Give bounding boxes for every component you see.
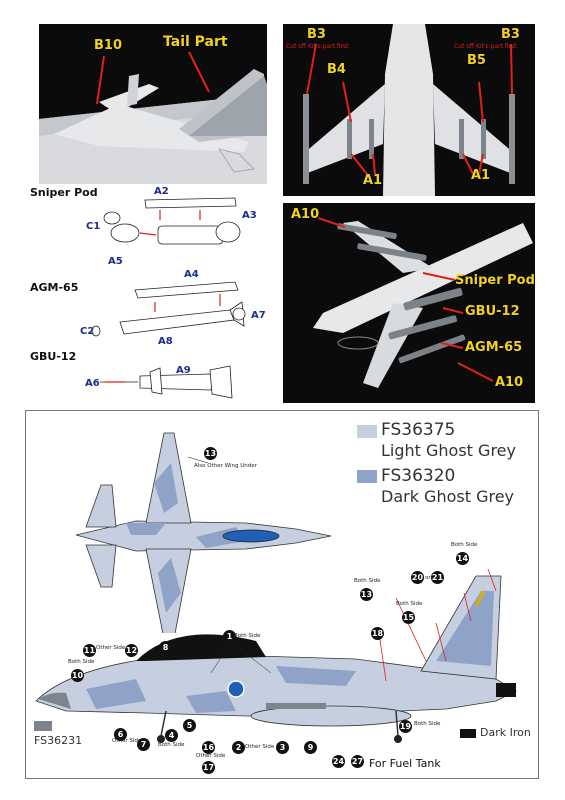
decal-13-top: 13: [204, 447, 217, 460]
note-other-side-2: Other Side: [245, 744, 275, 750]
tail-photo-illustration: [39, 24, 267, 184]
decal-3: 3: [276, 741, 289, 754]
decal-15: 15: [402, 611, 415, 624]
pylon-photo-illustration: [283, 24, 535, 196]
note-other-wing: Also Other Wing Under: [194, 463, 257, 469]
part-a6: A6: [85, 378, 100, 389]
label-a10-bottom: A10: [495, 375, 524, 390]
swatch-fs36320: [357, 470, 377, 483]
decal-24: 24: [332, 755, 345, 768]
sniper-pod-title: Sniper Pod: [30, 186, 98, 199]
pylon-photo: B3 Cut off Kit's part first B3 Cut off K…: [283, 24, 535, 196]
note-both-side-1: Both Side: [234, 633, 261, 639]
decal-5: 5: [183, 719, 196, 732]
part-a7: A7: [251, 310, 266, 321]
decal-8: 8: [159, 641, 172, 654]
decal-12: 12: [125, 644, 138, 657]
note-other-side-6: Other Side: [112, 738, 142, 744]
note-other-side-16: Other Side: [196, 753, 226, 759]
tail-photo: B10 Tail Part: [39, 24, 267, 184]
decal-2: 2: [232, 741, 245, 754]
decal-10: 10: [71, 669, 84, 682]
label-b3-left: B3: [307, 27, 326, 42]
cut-note-left: Cut off Kit's part first: [286, 43, 349, 50]
part-a3: A3: [242, 210, 257, 221]
decal-16: 16: [202, 741, 215, 754]
note-both-side-15: Both Side: [396, 601, 423, 607]
label-agm65: AGM-65: [465, 340, 523, 355]
part-a2: A2: [154, 186, 169, 197]
label-b3-right: B3: [501, 27, 520, 42]
decal-9: 9: [304, 741, 317, 754]
decal-19: 19: [399, 720, 412, 733]
label-a10-top: A10: [291, 207, 320, 222]
label-tail-part: Tail Part: [163, 34, 228, 50]
fuel-tank-note: For Fuel Tank: [369, 757, 441, 770]
swatch-dark-iron: [460, 729, 476, 738]
decal-14: 14: [456, 552, 469, 565]
label-a1-left: A1: [363, 173, 383, 188]
decal-13-side: 13: [360, 588, 373, 601]
fs36231-code: FS36231: [34, 734, 83, 747]
decal-7: 7: [137, 738, 150, 751]
fs36375-code: FS36375: [381, 420, 456, 440]
decal-18: 18: [371, 627, 384, 640]
label-a1-right: A1: [471, 168, 491, 183]
decal-11: 11: [83, 644, 96, 657]
decal-4: 4: [165, 729, 178, 742]
gbu12-title: GBU-12: [30, 350, 77, 363]
fs36320-code: FS36320: [381, 466, 456, 486]
note-both-side-10: Both Side: [68, 659, 95, 665]
agm65-title: AGM-65: [30, 281, 79, 294]
note-or: or: [425, 575, 431, 581]
decal-17: 17: [202, 761, 215, 774]
part-c1: C1: [86, 221, 101, 232]
part-a9: A9: [176, 365, 191, 376]
assembly-drawings: [91, 197, 246, 399]
part-a4: A4: [184, 269, 199, 280]
decal-21: 21: [431, 571, 444, 584]
note-both-side-13: Both Side: [354, 578, 381, 584]
ordnance-photo-illustration: [283, 203, 535, 403]
label-b5: B5: [467, 53, 486, 68]
note-both-side-19: Both Side: [414, 721, 441, 727]
note-both-side-4: Both Side: [158, 742, 185, 748]
top-view-aircraft: [75, 432, 332, 633]
paint-guide-panel: FS36375 Light Ghost Grey FS36320 Dark Gh…: [25, 410, 539, 779]
note-other-side-11: Other Side: [96, 645, 126, 651]
decal-1: 1: [223, 630, 236, 643]
label-b4: B4: [327, 62, 346, 77]
label-sniper-pod: Sniper Pod: [455, 273, 535, 288]
label-gbu12: GBU-12: [465, 304, 520, 319]
swatch-fs36375: [357, 425, 377, 438]
tail-photo-arrows: [96, 51, 210, 105]
note-both-side-14: Both Side: [451, 542, 478, 548]
part-c2: C2: [80, 326, 95, 337]
part-a5: A5: [108, 256, 123, 267]
label-b10: B10: [94, 38, 122, 53]
ordnance-photo: A10 Sniper Pod GBU-12 AGM-65 A10: [283, 203, 535, 403]
swatch-fs36231: [34, 721, 52, 731]
part-a8: A8: [158, 336, 173, 347]
fs36320-name: Dark Ghost Grey: [381, 487, 515, 506]
side-view-aircraft: [35, 568, 517, 743]
cut-note-right: Cut off Kit's part first: [454, 43, 517, 50]
fs36375-name: Light Ghost Grey: [381, 441, 516, 460]
assembly-instructions: Sniper Pod AGM-65 GBU-12 A2 A3 C1 A5 A4 …: [30, 186, 280, 408]
dark-iron-label: Dark Iron: [480, 726, 531, 739]
decal-27: 27: [351, 755, 364, 768]
decal-6: 6: [114, 728, 127, 741]
decal-20: 20: [411, 571, 424, 584]
